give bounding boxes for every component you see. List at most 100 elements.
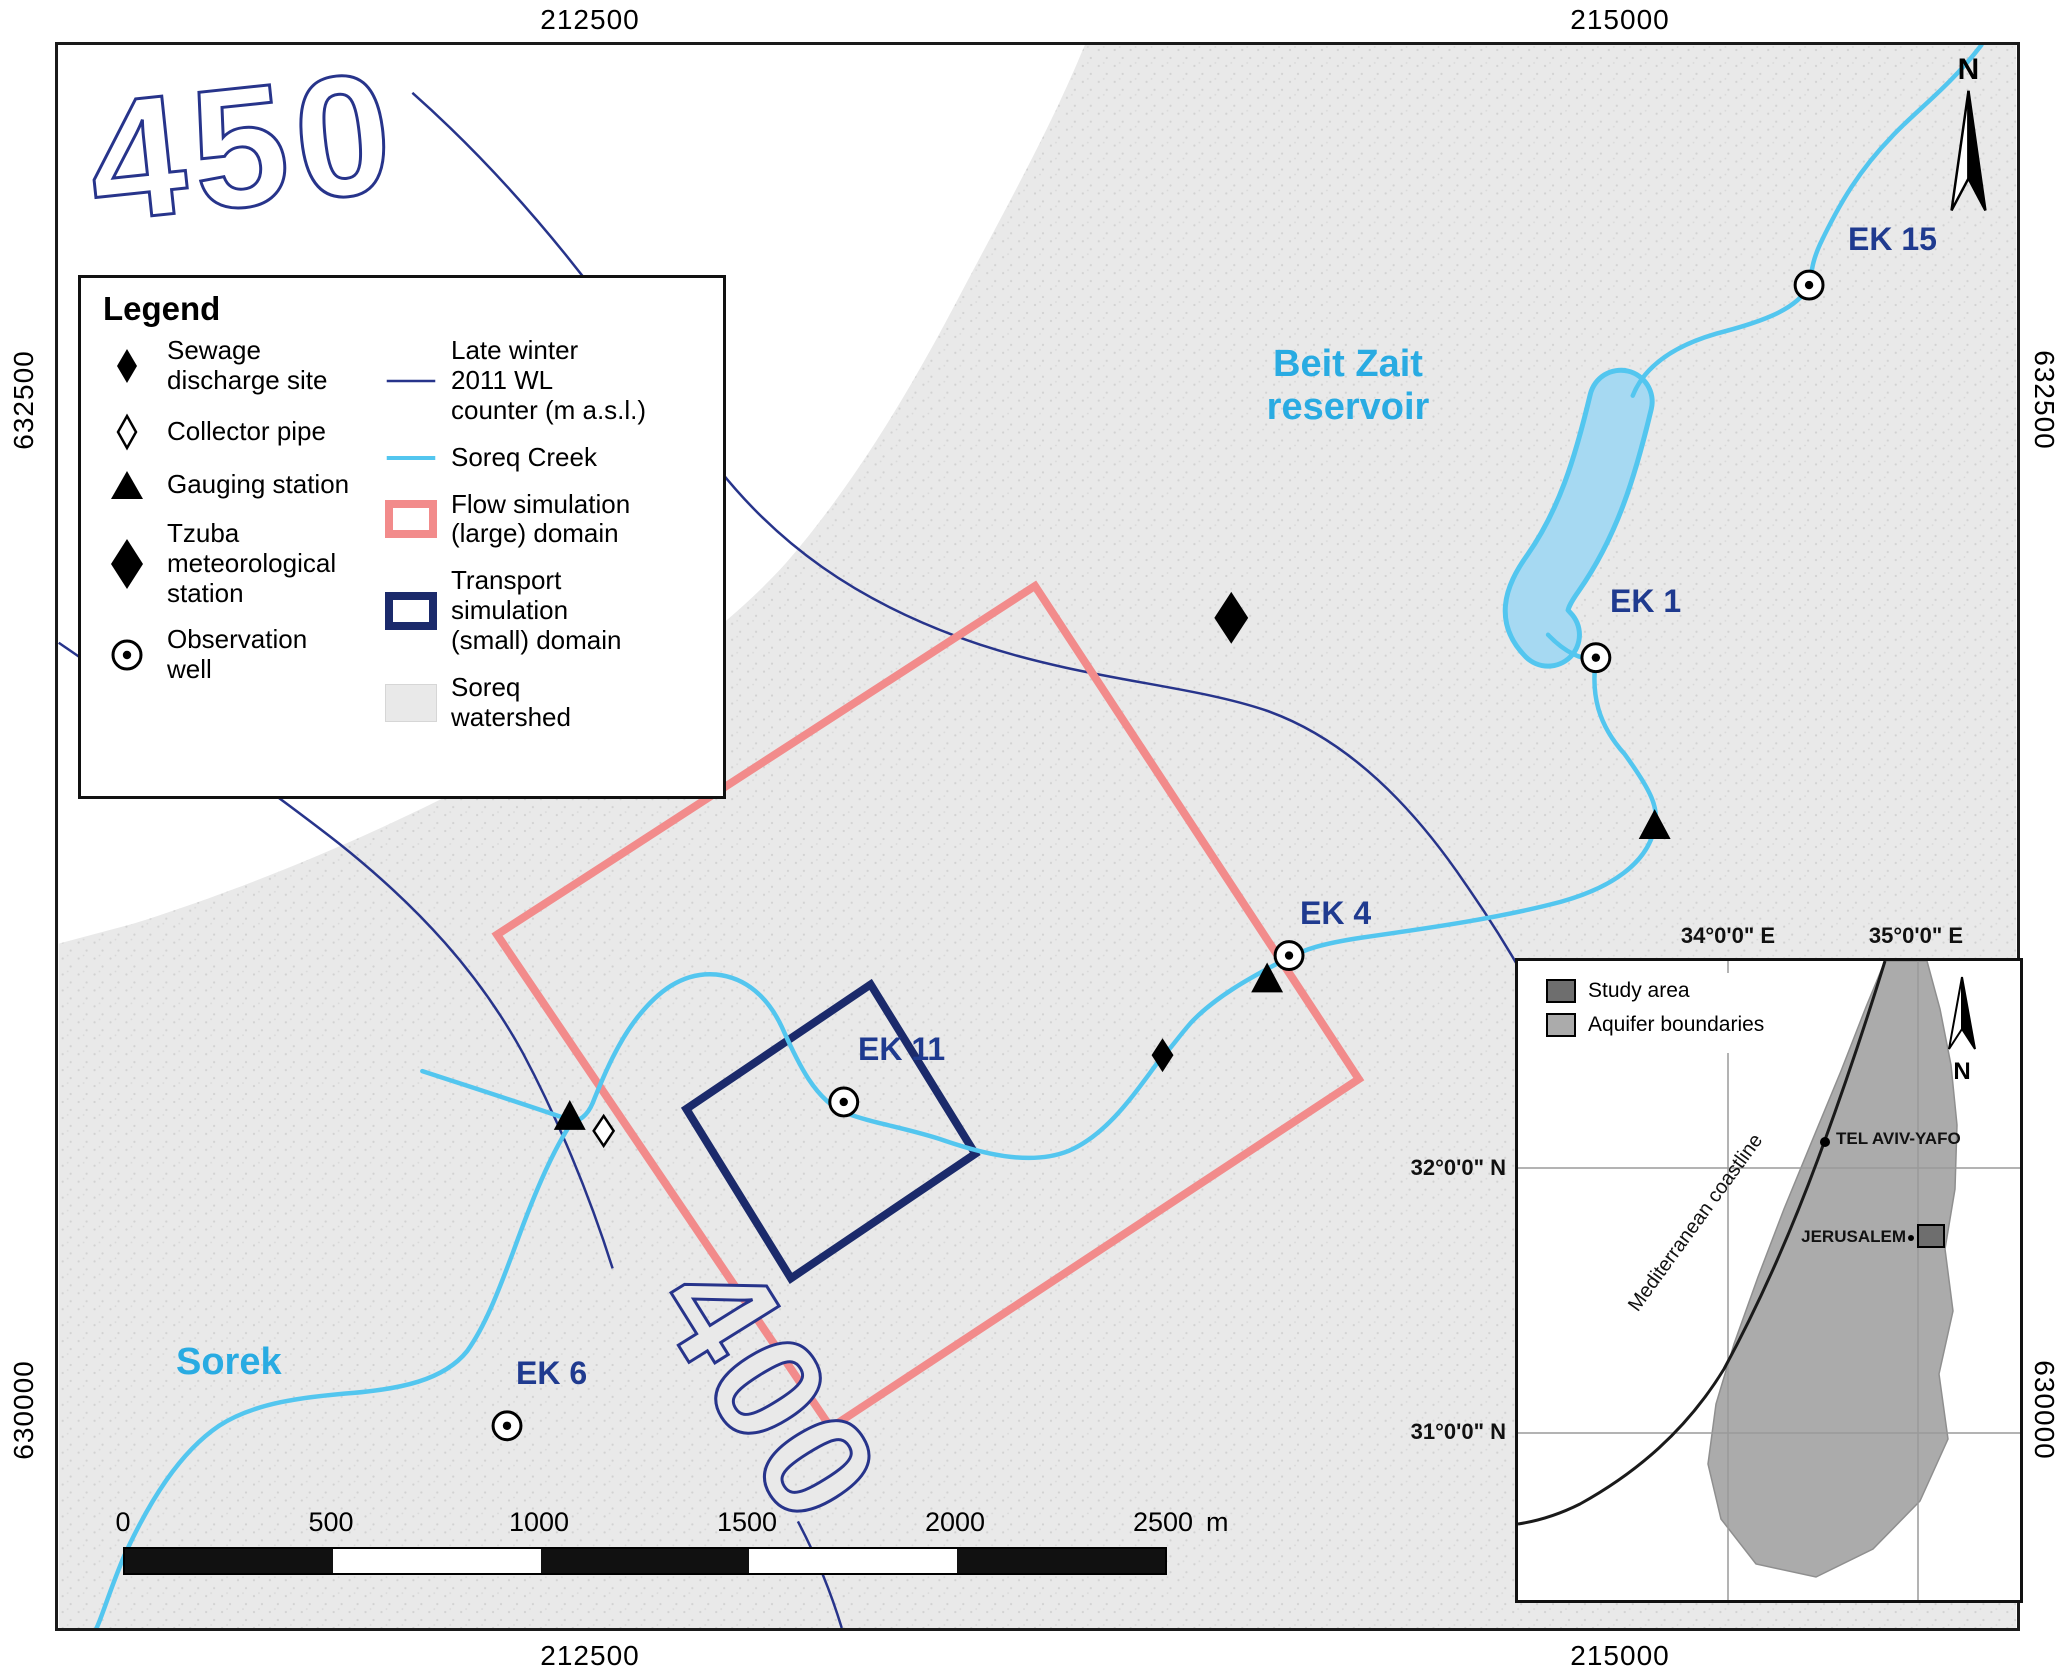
legend-item-wl-contour: Late winter 2011 WL counter (m a.s.l.): [385, 335, 723, 426]
inset-legend: Study area Aquifer boundaries: [1538, 973, 1773, 1053]
legend-layer-column: Late winter 2011 WL counter (m a.s.l.) S…: [381, 335, 723, 733]
label-tel-aviv: TEL AVIV-YAFO: [1836, 1129, 1961, 1148]
legend-item-watershed: Soreq watershed: [385, 672, 723, 733]
legend-symbol-column: Sewage discharge site Collector pipe Gau…: [81, 335, 381, 733]
creek-tributary: [420, 1068, 576, 1124]
inset-grid-label-32n: 32°0'0" N: [1410, 1155, 1506, 1180]
gauging-triangle-icon: [101, 468, 153, 502]
map-frame: 450 400 N EK 15 EK 1 EK 4 EK 11 EK 6 Bei…: [55, 42, 2023, 1631]
legend-item-gauging-station: Gauging station: [101, 468, 381, 502]
legend: Legend Sewage discharge site Collector p…: [78, 275, 726, 799]
label-ek11: EK 11: [858, 1031, 946, 1067]
scale-tick-2000: 2000: [924, 1507, 986, 1537]
coord-left-south: 630000: [8, 1360, 39, 1460]
met-station-diamond-icon: [101, 536, 153, 592]
scale-tick-2500: 2500: [1132, 1507, 1194, 1537]
legend-item-collector-pipe: Collector pipe: [101, 413, 381, 451]
watershed-swatch: [385, 683, 437, 722]
scale-segment: [957, 1549, 1165, 1573]
inset-grid-label-35e: 35°0'0" E: [1868, 923, 1964, 948]
beit-zait-reservoir-shape: [1502, 367, 1655, 669]
aquifer-swatch: [1546, 1013, 1576, 1037]
scale-bar-segments: [123, 1547, 1167, 1575]
observation-well-ek15: [1793, 269, 1825, 301]
inset-legend-item-aquifer: Aquifer boundaries: [1546, 1013, 1764, 1037]
coord-bottom-east: 215000: [1570, 1640, 1670, 1671]
collector-pipe-diamond-icon: [101, 413, 153, 451]
coord-top-west: 212500: [540, 4, 640, 35]
legend-item-transport-domain: Transport simulation (small) domain: [385, 565, 723, 656]
label-jerusalem: JERUSALEM: [1801, 1227, 1906, 1246]
coord-right-south: 630000: [2029, 1360, 2060, 1460]
legend-item-soreq-creek: Soreq Creek: [385, 441, 723, 473]
mediterranean-coastline: [1518, 961, 1887, 1526]
creek-line-icon: [385, 450, 437, 466]
coord-bottom-west: 212500: [540, 1640, 640, 1671]
scale-segment: [125, 1549, 333, 1573]
legend-item-label: Transport simulation (small) domain: [451, 565, 622, 656]
legend-item-label: Soreq Creek: [451, 441, 597, 472]
inset-north-label: N: [1953, 1058, 1970, 1085]
legend-item-label: Sewage discharge site: [167, 335, 328, 395]
jerusalem-dot: [1908, 1235, 1914, 1241]
north-arrow: N: [1950, 53, 1987, 211]
inset-legend-label: Study area: [1588, 979, 1690, 1002]
coord-left-north: 632500: [8, 350, 39, 450]
inset-legend-item-study-area: Study area: [1546, 979, 1764, 1003]
aquifer-boundaries-shape: [1707, 961, 1958, 1578]
scale-tick-1000: 1000: [508, 1507, 570, 1537]
inset-north-arrow: N: [1948, 976, 1976, 1085]
legend-item-tzuba-station: Tzuba meteorological station: [101, 517, 381, 609]
legend-body: Sewage discharge site Collector pipe Gau…: [81, 335, 723, 733]
legend-item-flow-domain: Flow simulation (large) domain: [385, 489, 723, 550]
legend-item-label: Observation well: [167, 624, 308, 685]
legend-item-label: Soreq watershed: [451, 672, 571, 732]
legend-item-label: Gauging station: [167, 468, 350, 499]
legend-item-label: Collector pipe: [167, 415, 326, 446]
label-ek1: EK 1: [1610, 583, 1682, 619]
contour-400-line-lower: [796, 1520, 843, 1628]
study-area-swatch: [1546, 979, 1576, 1003]
label-sorek: Sorek: [176, 1341, 282, 1383]
inset-north-arrow-right-half: [1961, 976, 1976, 1050]
scale-unit: m: [1206, 1507, 1229, 1537]
coord-right-north: 632500: [2029, 350, 2060, 450]
inset-legend-label: Aquifer boundaries: [1588, 1013, 1765, 1036]
inset-graticule: [1518, 961, 2020, 1600]
scale-segment: [749, 1549, 957, 1573]
wl-contour-line-icon: [385, 373, 437, 389]
inset-canvas: N: [1518, 961, 2020, 1600]
label-beit-zait-reservoir: Beit Zait reservoir: [1266, 343, 1430, 428]
transport-simulation-domain: [680, 978, 981, 1284]
scale-segment: [541, 1549, 749, 1573]
study-area-marker: [1917, 1224, 1945, 1248]
observation-well-ek6: [491, 1410, 523, 1442]
scale-tick-1500: 1500: [716, 1507, 778, 1537]
legend-item-sewage-discharge: Sewage discharge site: [101, 335, 381, 396]
legend-item-label: Tzuba meteorological station: [167, 517, 337, 608]
inset-map: N Study area Aquifer boundaries Mediterr…: [1515, 958, 2023, 1603]
sewage-diamond-icon: [101, 346, 153, 386]
label-ek4: EK 4: [1300, 895, 1372, 931]
scale-tick-500: 500: [308, 1507, 354, 1537]
observation-well-ek1: [1580, 642, 1612, 674]
scale-segment: [333, 1549, 541, 1573]
legend-item-observation-well: Observation well: [101, 625, 381, 685]
label-ek6: EK 6: [516, 1355, 588, 1391]
flow-domain-swatch: [385, 500, 437, 539]
flow-simulation-domain: [491, 580, 1365, 1434]
creek-upper-reach: [1630, 45, 1984, 398]
transport-domain-swatch: [385, 592, 437, 631]
north-arrow-right-half: [1967, 90, 1987, 211]
coord-top-east: 215000: [1570, 4, 1670, 35]
contour-label-450: 450: [80, 45, 408, 258]
inset-grid-label-31n: 31°0'0" N: [1410, 1419, 1506, 1444]
label-ek15: EK 15: [1848, 221, 1937, 257]
legend-item-label: Late winter 2011 WL counter (m a.s.l.): [451, 335, 647, 425]
legend-title: Legend: [103, 290, 221, 327]
inset-grid-label-34e: 34°0'0" E: [1680, 923, 1776, 948]
scale-bar: 0 500 1000 1500 2000 2500 m: [108, 1507, 1248, 1579]
north-arrow-label: N: [1958, 53, 1980, 86]
tel-aviv-dot: [1820, 1137, 1830, 1147]
